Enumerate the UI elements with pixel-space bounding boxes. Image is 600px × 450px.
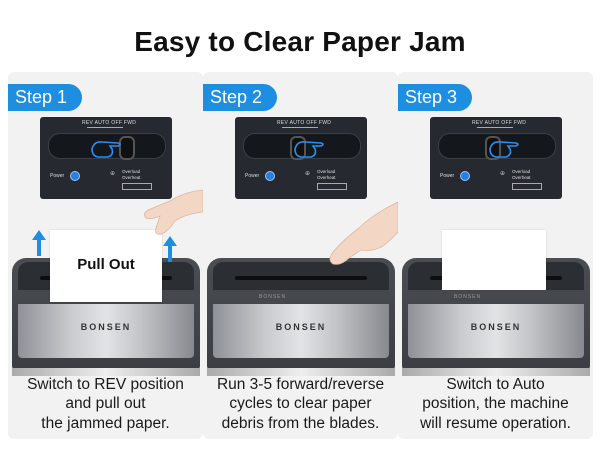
indicator-box [122, 183, 152, 190]
overheat-label: Overheat [512, 175, 531, 180]
plus-icon: ⊕ [500, 171, 506, 177]
brand-top: BONSEN [259, 294, 287, 300]
shredder-base [402, 368, 590, 376]
shredder-face: BONSEN [18, 304, 194, 358]
caption-line: the jammed paper. [41, 414, 170, 432]
step-2-caption: Run 3-5 forward/reverse cycles to clear … [203, 375, 398, 434]
shredder-base [12, 368, 200, 376]
overheat-label: Overheat [122, 175, 141, 180]
slider-knob [119, 136, 135, 160]
mode-labels: REV AUTO OFF FWD [472, 120, 527, 126]
power-label: Power [245, 173, 260, 179]
step-3-badge: Step 3 [398, 84, 472, 111]
control-panel: REV AUTO OFF FWD Power ⊕ Overload Overhe… [40, 117, 172, 199]
control-panel: REV AUTO OFF FWD Power ⊕ Overload Overhe… [430, 117, 562, 199]
caption-line: debris from the blades. [221, 414, 380, 432]
step-1-panel: Step 1 REV AUTO OFF FWD Power ⊕ Overload… [8, 72, 203, 439]
power-label: Power [50, 173, 65, 179]
pointing-hand-icon [489, 141, 519, 158]
power-button [265, 171, 275, 181]
shredder: BONSEN BONSEN [207, 258, 395, 370]
plus-icon: ⊕ [305, 171, 311, 177]
shredder-base [207, 368, 395, 376]
mode-ticks [87, 127, 123, 132]
step-3-caption: Switch to Auto position, the machine wil… [398, 375, 593, 434]
shredder-face: BONSEN [408, 304, 584, 358]
control-panel: REV AUTO OFF FWD Power ⊕ Overload Overhe… [235, 117, 367, 199]
overload-label: Overload [512, 169, 531, 174]
caption-line: cycles to clear paper [229, 395, 372, 412]
shredder-top [213, 262, 389, 290]
up-arrow-icon [32, 230, 46, 256]
mode-ticks [477, 127, 513, 132]
caption-line: Switch to REV position [27, 375, 184, 393]
step-2-badge: Step 2 [203, 84, 277, 111]
plus-icon: ⊕ [110, 171, 116, 177]
hand-icon [329, 202, 398, 265]
indicator-box [512, 183, 542, 190]
shredder-face: BONSEN [213, 304, 389, 358]
step-2-panel: Step 2 REV AUTO OFF FWD Power ⊕ Overload… [203, 72, 398, 439]
mode-labels: REV AUTO OFF FWD [277, 120, 332, 126]
caption-line: and pull out [65, 395, 146, 412]
mode-slider [243, 133, 361, 160]
indicator-box [317, 183, 347, 190]
paper-sheet [442, 230, 546, 290]
caption-line: Run 3-5 forward/reverse [216, 375, 385, 393]
brand-logo: BONSEN [470, 322, 522, 332]
pointing-hand-icon [91, 141, 121, 158]
up-arrow-icon [163, 236, 177, 262]
power-label: Power [440, 173, 455, 179]
jammed-paper: Pull Out [50, 230, 162, 302]
brand-top: BONSEN [454, 294, 482, 300]
power-button [70, 171, 80, 181]
caption-line: Switch to Auto [446, 375, 545, 393]
page-title: Easy to Clear Paper Jam [134, 26, 466, 57]
overload-label: Overload [122, 169, 141, 174]
step-1-badge: Step 1 [8, 84, 82, 111]
step-1-caption: Switch to REV position and pull out the … [8, 375, 203, 434]
power-button [460, 171, 470, 181]
hand-icon [144, 189, 203, 235]
paper-slot [235, 276, 367, 280]
overload-label: Overload [317, 169, 336, 174]
step-3-panel: Step 3 REV AUTO OFF FWD Power ⊕ Overload… [398, 72, 593, 439]
pointing-hand-icon [294, 141, 324, 158]
caption-line: position, the machine [422, 395, 569, 412]
mode-slider [438, 133, 556, 160]
mode-slider [48, 133, 166, 160]
overheat-label: Overheat [317, 175, 336, 180]
brand-logo: BONSEN [275, 322, 327, 332]
mode-labels: REV AUTO OFF FWD [82, 120, 137, 126]
mode-ticks [282, 127, 318, 132]
caption-line: will resume operation. [420, 414, 571, 432]
brand-logo: BONSEN [80, 322, 132, 332]
pull-out-label: Pull Out [77, 256, 135, 273]
